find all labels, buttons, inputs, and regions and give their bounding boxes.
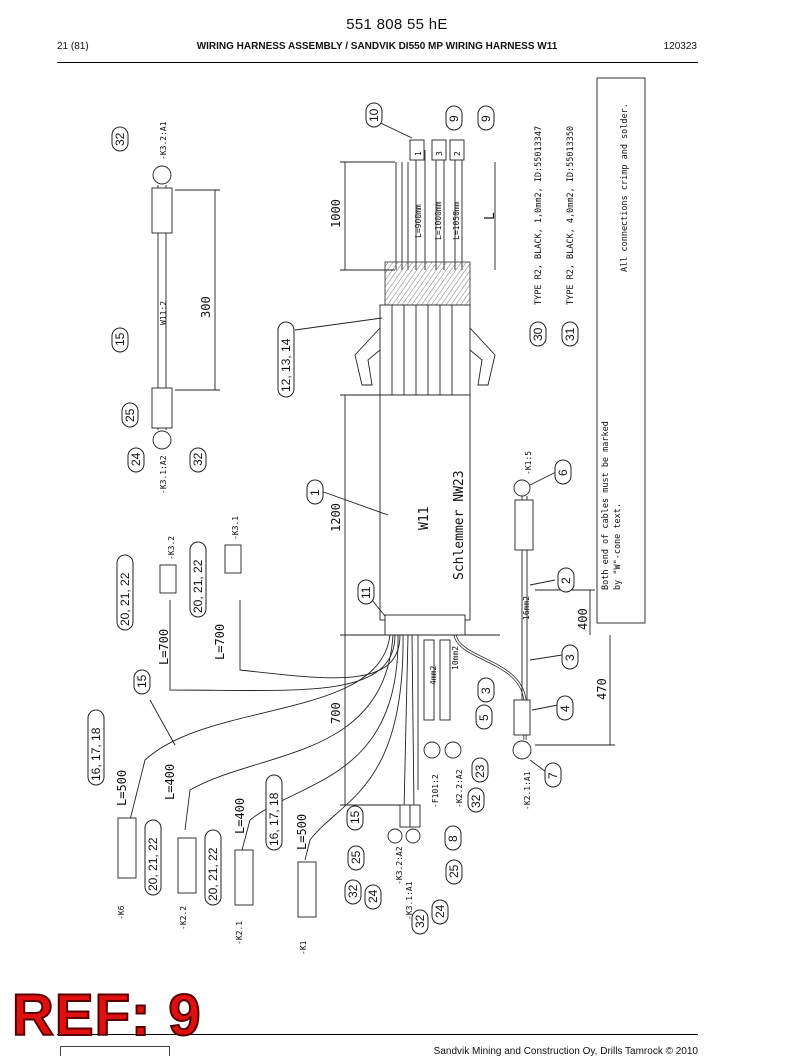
balloon-25-bot2: 25 bbox=[447, 864, 461, 878]
label-marking: W11:2 bbox=[159, 301, 168, 325]
balloon-16-17-18-a: 16, 17, 18 bbox=[89, 727, 103, 781]
balloon-4: 4 bbox=[558, 705, 572, 712]
label-wire-1: 1 bbox=[414, 151, 423, 156]
balloon-25-bot: 25 bbox=[349, 850, 363, 864]
label-k32-a2: -K3.2:A2 bbox=[395, 846, 404, 885]
footer-company: Sandvik Mining and Construction Oy, Dril… bbox=[433, 1046, 698, 1057]
dim-l700-a: L=700 bbox=[157, 629, 171, 665]
balloon-31: 31 bbox=[563, 327, 577, 341]
label-k21-a1: -K2.1:A1 bbox=[523, 771, 532, 810]
balloon-20-21-22-a: 20, 21, 22 bbox=[118, 572, 132, 626]
company-logo bbox=[60, 1046, 170, 1056]
dim-300: 300 bbox=[199, 296, 213, 318]
note-type31: TYPE R2, BLACK, 4,0mm2, ID:55013350 bbox=[566, 126, 576, 305]
dimension-labels: 1000 300 1200 700 400 470 L=700 L=700 L=… bbox=[115, 199, 609, 850]
reference-stamp: REF: 9 bbox=[11, 982, 202, 1049]
label-len-l: L bbox=[483, 212, 498, 220]
label-len-1000: L=1000mm bbox=[434, 201, 443, 240]
balloon-5: 5 bbox=[477, 714, 491, 721]
label-sq-b: 4mm2 bbox=[429, 666, 438, 685]
page-header: 21 (81) WIRING HARNESS ASSEMBLY / SANDVI… bbox=[57, 41, 697, 55]
label-wire-2: 2 bbox=[453, 151, 462, 156]
label-k32: -K3.2 bbox=[167, 536, 176, 560]
cable-body-labels: L W11 Schlemmer NW23 bbox=[417, 212, 498, 580]
label-f101: -F101:2 bbox=[431, 774, 440, 808]
label-k32-a1: -K3.2:A1 bbox=[159, 121, 168, 160]
balloon-15-top: 15 bbox=[113, 332, 127, 346]
label-k31-a2: -K3.1:A2 bbox=[159, 455, 168, 494]
balloon-15-left: 15 bbox=[135, 674, 149, 688]
balloon-11: 11 bbox=[359, 586, 373, 599]
label-sq-a: 16mm2 bbox=[522, 596, 531, 620]
page-number: 21 (81) bbox=[57, 41, 89, 52]
label-w11: W11 bbox=[417, 507, 432, 530]
dim-l500-a: L=500 bbox=[115, 770, 129, 806]
balloon-3b: 3 bbox=[479, 687, 493, 694]
balloon-9a: 9 bbox=[447, 115, 461, 122]
balloon-15-mid: 15 bbox=[348, 810, 362, 824]
header-divider bbox=[57, 62, 698, 63]
label-len-900: L=900mm bbox=[414, 204, 423, 238]
label-k22-a2: -K2.2:A2 bbox=[455, 769, 464, 808]
dim-1200: 1200 bbox=[329, 503, 343, 532]
balloon-25-top: 25 bbox=[123, 408, 137, 422]
balloon-12-13-14: 12, 13, 14 bbox=[279, 338, 293, 392]
note-crimp: All connections crimp and solder. bbox=[620, 103, 630, 272]
dim-470: 470 bbox=[595, 678, 609, 700]
dim-700: 700 bbox=[329, 702, 343, 724]
dim-l700-b: L=700 bbox=[213, 624, 227, 660]
footer-divider bbox=[57, 1034, 698, 1035]
balloon-7: 7 bbox=[546, 772, 560, 779]
label-schlemmer: Schlemmer NW23 bbox=[452, 470, 467, 580]
balloon-32-bot2: 32 bbox=[413, 914, 427, 928]
balloon-1: 1 bbox=[308, 489, 322, 496]
balloon-10: 10 bbox=[367, 108, 381, 122]
label-wire-3: 3 bbox=[435, 151, 444, 156]
balloon-23: 23 bbox=[473, 764, 487, 778]
document-date: 120323 bbox=[663, 41, 697, 52]
connector-labels: -K3.2:A1 -K3.1:A2 -K3.2 -K3.1 -K1:5 -K6 … bbox=[117, 121, 533, 955]
balloon-2: 2 bbox=[559, 577, 573, 584]
dim-l500-b: L=500 bbox=[295, 814, 309, 850]
balloon-6: 6 bbox=[556, 469, 570, 476]
balloon-20-21-22-d: 20, 21, 22 bbox=[206, 847, 220, 901]
item-balloons bbox=[87, 102, 579, 935]
label-k31: -K3.1 bbox=[231, 516, 240, 540]
balloon-32-top: 32 bbox=[113, 132, 127, 146]
balloon-labels: 10 9 9 32 15 25 24 32 12, 13, 14 1 11 30… bbox=[89, 108, 577, 928]
balloon-8: 8 bbox=[446, 835, 460, 842]
balloon-20-21-22-b: 20, 21, 22 bbox=[191, 559, 205, 613]
balloon-24-bot: 24 bbox=[366, 889, 380, 903]
harness-geometry bbox=[117, 77, 646, 918]
balloon-32-k31: 32 bbox=[191, 452, 205, 466]
label-k22: -K2.2 bbox=[179, 906, 188, 930]
dim-1000: 1000 bbox=[329, 199, 343, 228]
balloon-24-top: 24 bbox=[129, 452, 143, 466]
label-k21: -K2.1 bbox=[235, 921, 244, 945]
note-marked-2: by "W"-cone text. bbox=[613, 503, 623, 590]
balloon-20-21-22-c: 20, 21, 22 bbox=[146, 837, 160, 891]
balloon-16-17-18-b: 16, 17, 18 bbox=[267, 792, 281, 846]
label-sq-c: 10mm2 bbox=[451, 646, 460, 670]
page-title: WIRING HARNESS ASSEMBLY / SANDVIK DI550 … bbox=[196, 41, 558, 52]
balloon-30: 30 bbox=[531, 327, 545, 341]
label-k31-a1: -K3.1:A1 bbox=[405, 881, 414, 920]
label-k1: -K1 bbox=[299, 940, 308, 955]
document-number: 551 808 55 hE bbox=[346, 16, 448, 33]
balloon-3a: 3 bbox=[563, 654, 577, 661]
label-k15: -K1:5 bbox=[524, 451, 533, 475]
balloon-9b: 9 bbox=[479, 115, 493, 122]
balloon-24-bot2: 24 bbox=[433, 904, 447, 918]
label-k6: -K6 bbox=[117, 905, 126, 920]
balloon-32-bot: 32 bbox=[346, 884, 360, 898]
dim-400: 400 bbox=[576, 608, 590, 630]
note-type30: TYPE R2, BLACK, 1,0mm2, ID:55013347 bbox=[534, 126, 544, 305]
label-len-1050: L=1050mm bbox=[452, 201, 461, 240]
dim-l400-a: L=400 bbox=[163, 764, 177, 800]
notes-text: TYPE R2, BLACK, 1,0mm2, ID:55013347 TYPE… bbox=[534, 103, 630, 590]
balloon-32-k22: 32 bbox=[469, 794, 483, 808]
note-marked-1: Both end of cables must be marked bbox=[601, 421, 611, 590]
dim-l400-b: L=400 bbox=[233, 798, 247, 834]
